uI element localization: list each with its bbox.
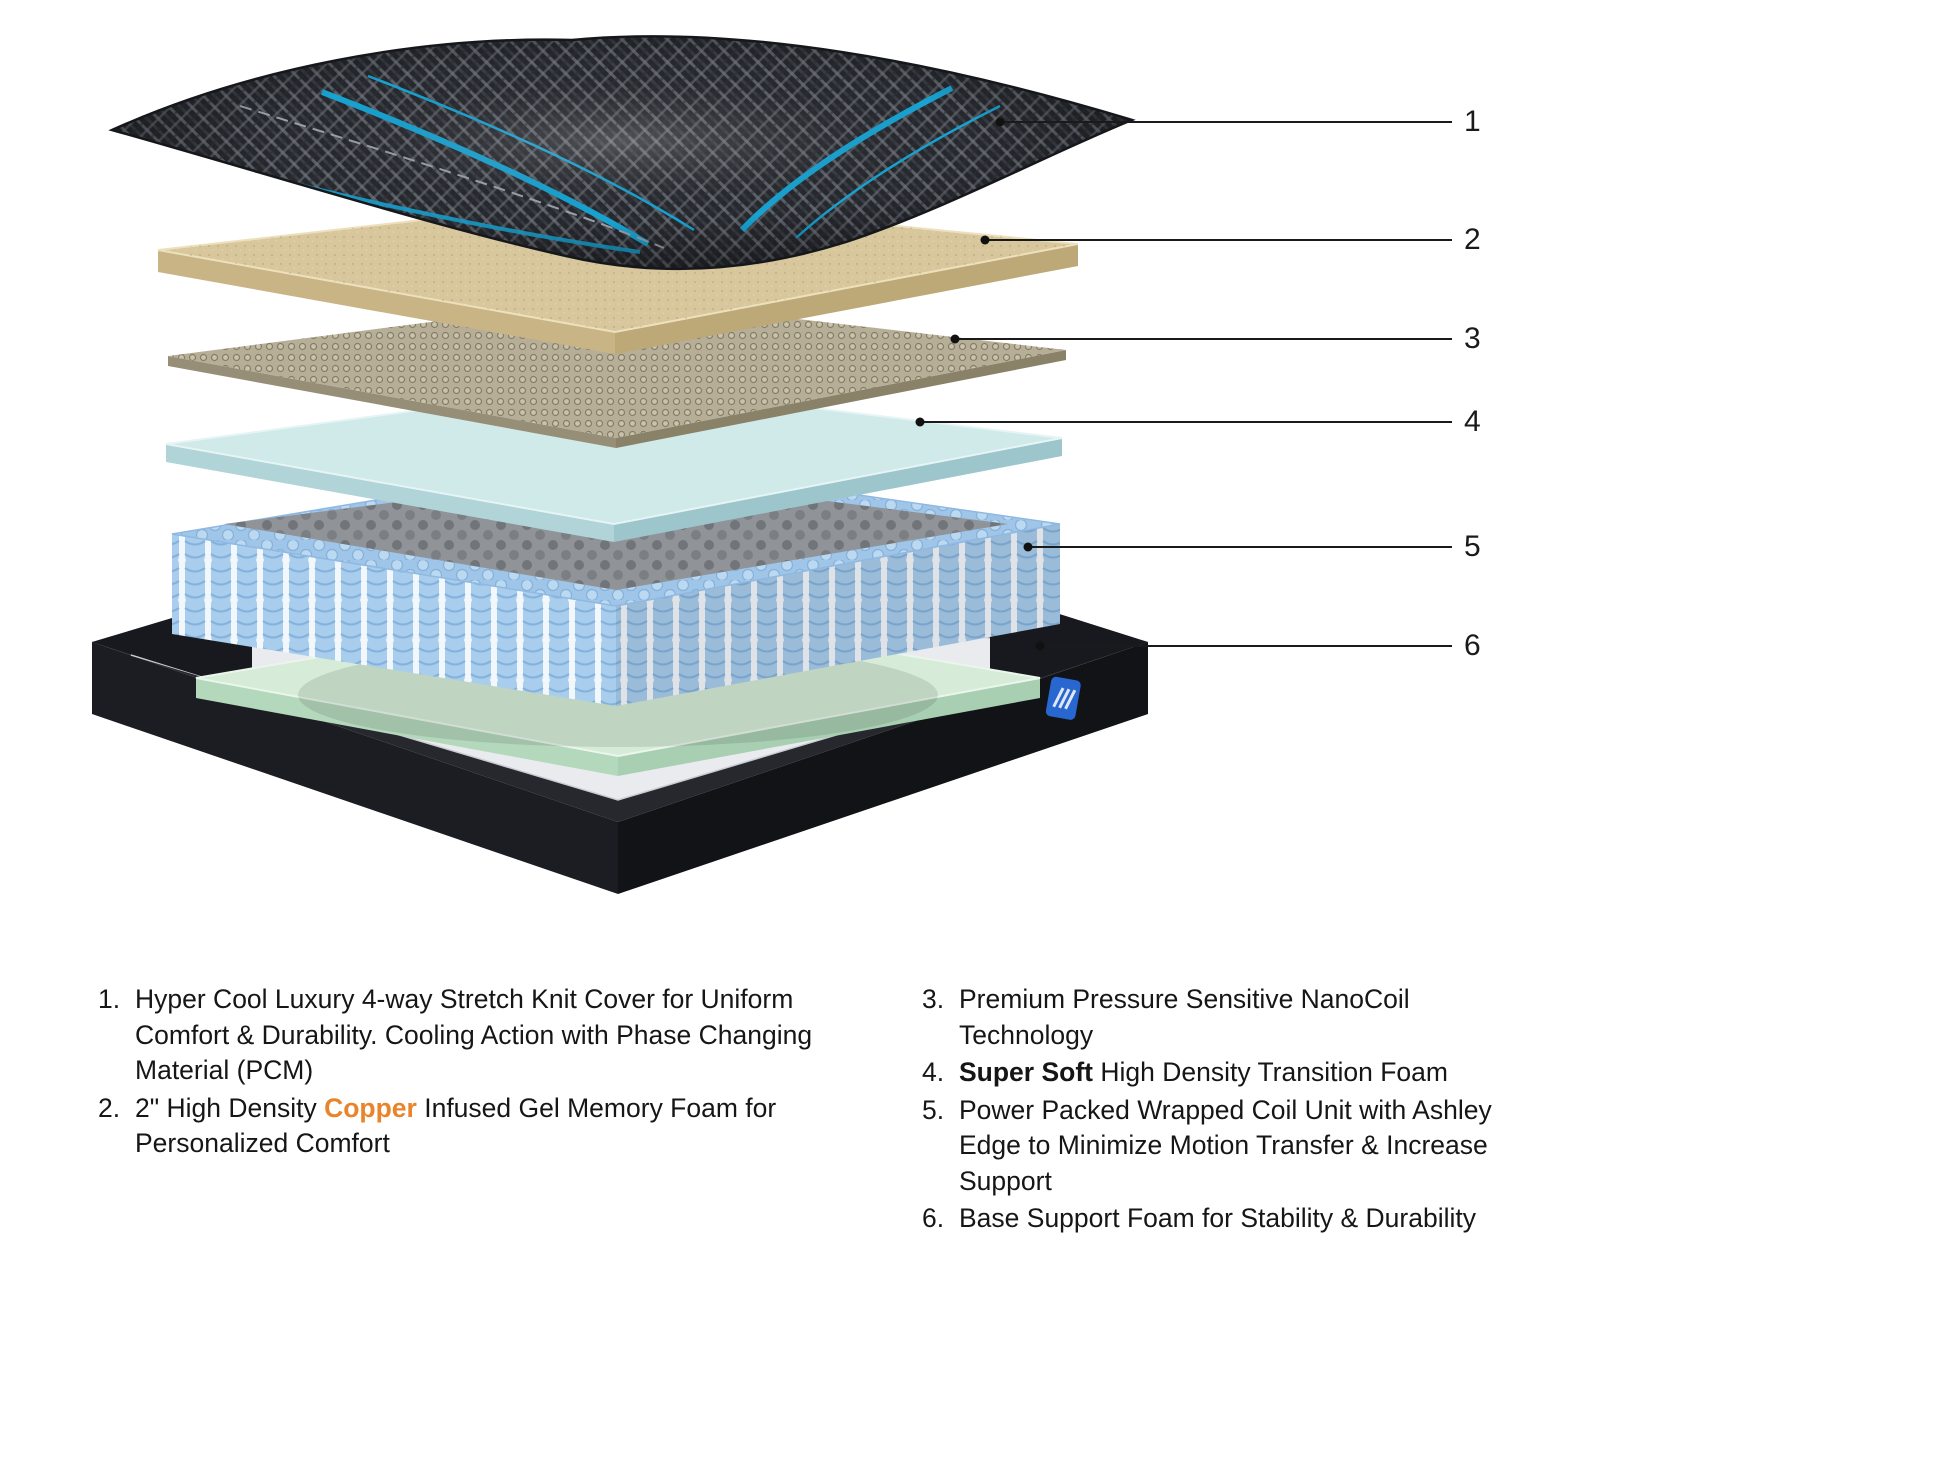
legend: 1. Hyper Cool Luxury 4-way Stretch Knit … bbox=[98, 982, 1528, 1237]
callout-dot-2 bbox=[980, 235, 990, 245]
callout-dot-3 bbox=[950, 334, 960, 344]
coil-left-face bbox=[172, 534, 616, 706]
legend-left-column: 1. Hyper Cool Luxury 4-way Stretch Knit … bbox=[98, 982, 880, 1237]
legend-text-segment: Power Packed Wrapped Coil Unit with Ashl… bbox=[959, 1094, 1492, 1196]
nanocoil-layer bbox=[168, 298, 1066, 448]
callout-dots bbox=[915, 117, 1045, 651]
legend-right-column: 3. Premium Pressure Sensitive NanoCoil T… bbox=[922, 982, 1528, 1237]
legend-item-5: 5. Power Packed Wrapped Coil Unit with A… bbox=[922, 1093, 1528, 1200]
legend-text-segment-super-soft: Super Soft bbox=[959, 1057, 1093, 1087]
legend-text-segment: Infused Gel Memory Foam for Personalized… bbox=[135, 1092, 777, 1159]
nanocoil-top-face bbox=[168, 298, 1066, 438]
legend-item-1-number: 1. bbox=[98, 984, 121, 1014]
legend-item-6: 6. Base Support Foam for Stability & Dur… bbox=[922, 1201, 1528, 1237]
legend-text-segment: Premium Pressure Sensitive NanoCoil Tech… bbox=[959, 984, 1410, 1050]
legend-item-2-text: 2" High Density Copper Infused Gel Memor… bbox=[135, 1091, 880, 1162]
base-foam-left-face bbox=[196, 678, 618, 776]
base-left-face bbox=[92, 642, 618, 894]
legend-text-segment: Hyper Cool Luxury 4-way Stretch Knit Cov… bbox=[135, 984, 813, 1085]
coil-right-face bbox=[616, 524, 1060, 706]
callout-dot-6 bbox=[1035, 641, 1045, 651]
legend-item-1-text: Hyper Cool Luxury 4-way Stretch Knit Cov… bbox=[135, 982, 880, 1089]
legend-item-4-number: 4. bbox=[922, 1057, 945, 1087]
legend-item-3: 3. Premium Pressure Sensitive NanoCoil T… bbox=[922, 982, 1528, 1053]
nanocoil-right-face bbox=[616, 350, 1066, 448]
legend-item-3-number: 3. bbox=[922, 984, 945, 1014]
legend-item-6-number: 6. bbox=[922, 1203, 945, 1233]
transition-top-face bbox=[165, 382, 1063, 526]
callout-number-5: 5 bbox=[1464, 530, 1482, 563]
memory-foam-right-face bbox=[615, 244, 1078, 354]
transition-foam-layer bbox=[165, 382, 1063, 542]
legend-item-2-number: 2. bbox=[98, 1092, 121, 1123]
nanocoil-left-face bbox=[168, 356, 616, 448]
callout-lines bbox=[920, 121, 1452, 647]
transition-right-face bbox=[614, 438, 1062, 542]
legend-item-4-text: Super Soft High Density Transition Foam bbox=[959, 1055, 1528, 1091]
knit-cover-layer bbox=[108, 35, 1136, 271]
legend-item-4: 4. Super Soft High Density Transition Fo… bbox=[922, 1055, 1528, 1091]
base-foam-right-face bbox=[618, 678, 1040, 776]
legend-item-5-number: 5. bbox=[922, 1094, 945, 1125]
callout-number-3: 3 bbox=[1464, 322, 1482, 355]
legend-item-5-text: Power Packed Wrapped Coil Unit with Ashl… bbox=[959, 1093, 1528, 1200]
callout-number-2: 2 bbox=[1464, 223, 1482, 256]
callout-dot-5 bbox=[1023, 542, 1033, 552]
memory-foam-left-face bbox=[158, 250, 615, 354]
brand-logo bbox=[1045, 676, 1081, 720]
callout-number-4: 4 bbox=[1464, 405, 1482, 438]
callout-number-1: 1 bbox=[1464, 105, 1482, 138]
legend-text-segment: High Density Transition Foam bbox=[1092, 1057, 1448, 1087]
legend-item-6-text: Base Support Foam for Stability & Durabi… bbox=[959, 1201, 1528, 1237]
cover-shading bbox=[108, 35, 1136, 271]
legend-text-segment-copper: Copper bbox=[324, 1092, 417, 1123]
legend-text-segment: 2" High Density bbox=[135, 1092, 325, 1123]
legend-item-2: 2. 2" High Density Copper Infused Gel Me… bbox=[98, 1091, 880, 1162]
transition-left-face bbox=[166, 444, 614, 542]
callout-dot-4 bbox=[915, 417, 925, 427]
coil-right-shade bbox=[616, 524, 1060, 706]
base-right-face bbox=[618, 642, 1148, 894]
legend-item-3-text: Premium Pressure Sensitive NanoCoil Tech… bbox=[959, 982, 1528, 1053]
legend-item-1: 1. Hyper Cool Luxury 4-way Stretch Knit … bbox=[98, 982, 880, 1089]
callout-dot-1 bbox=[995, 117, 1005, 127]
legend-text-segment: Base Support Foam for Stability & Durabi… bbox=[959, 1203, 1476, 1233]
callout-number-6: 6 bbox=[1464, 629, 1482, 662]
